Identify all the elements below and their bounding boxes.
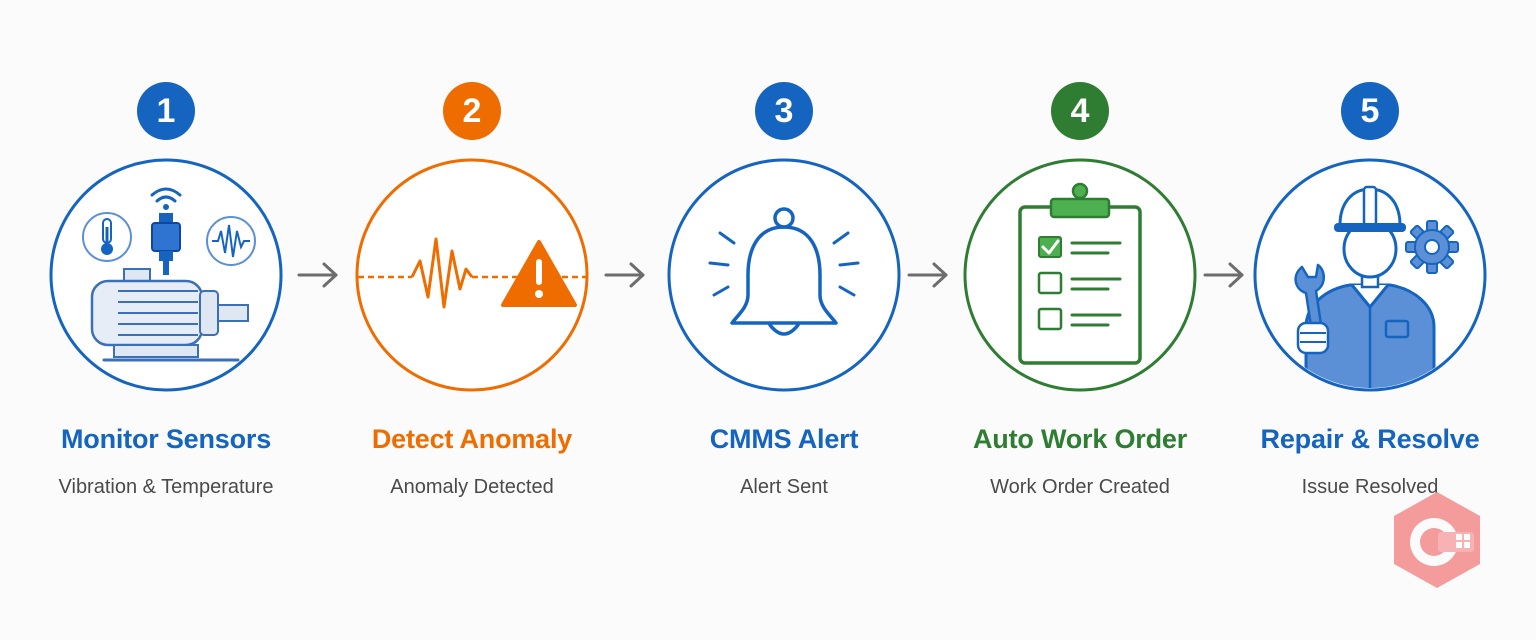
step-number-badge: 3	[755, 82, 813, 140]
arrow-right-icon	[1203, 262, 1244, 288]
step-title: Monitor Sensors	[60, 424, 272, 454]
arrow-right-icon	[604, 262, 645, 288]
step-number-badge: 5	[1341, 82, 1399, 140]
step-icon-circle	[1252, 157, 1488, 393]
step-icon-circle	[962, 157, 1198, 393]
arrow-right-icon	[297, 262, 338, 288]
flow-arrow	[603, 258, 649, 292]
bell-icon	[667, 158, 901, 392]
motor-sensor-icon	[49, 158, 283, 392]
watermark-logo-icon	[1384, 488, 1490, 592]
step-icon-circle	[666, 157, 902, 393]
step-subtitle: Anomaly Detected	[390, 476, 554, 498]
flow-arrow	[296, 258, 342, 292]
step-number-badge: 2	[443, 82, 501, 140]
step-subtitle: Alert Sent	[740, 476, 828, 498]
step-5: 5	[1220, 0, 1520, 520]
step-title: Detect Anomaly	[371, 424, 573, 454]
step-subtitle: Vibration & Temperature	[58, 476, 274, 498]
waveform-warning-icon	[355, 158, 589, 392]
clipboard-checklist-icon	[963, 158, 1197, 392]
step-number-badge: 1	[137, 82, 195, 140]
step-subtitle: Work Order Created	[990, 476, 1170, 498]
step-2: 2 Detect Anomaly Anomaly Detected	[322, 0, 622, 520]
flow-arrow	[1202, 258, 1248, 292]
step-icon-circle	[48, 157, 284, 393]
technician-icon	[1253, 158, 1487, 392]
arrow-right-icon	[907, 262, 948, 288]
step-1: 1	[16, 0, 316, 520]
step-title: Repair & Resolve	[1260, 424, 1480, 454]
flow-arrow	[906, 258, 952, 292]
step-3: 3 CMMS Alert Alert Sent	[634, 0, 934, 520]
step-subtitle: Issue Resolved	[1301, 476, 1439, 498]
step-title: CMMS Alert	[709, 424, 859, 454]
step-title: Auto Work Order	[972, 424, 1187, 454]
step-number-badge: 4	[1051, 82, 1109, 140]
step-4: 4 Auto Work Order Work Order Created	[930, 0, 1230, 520]
step-icon-circle	[354, 157, 590, 393]
